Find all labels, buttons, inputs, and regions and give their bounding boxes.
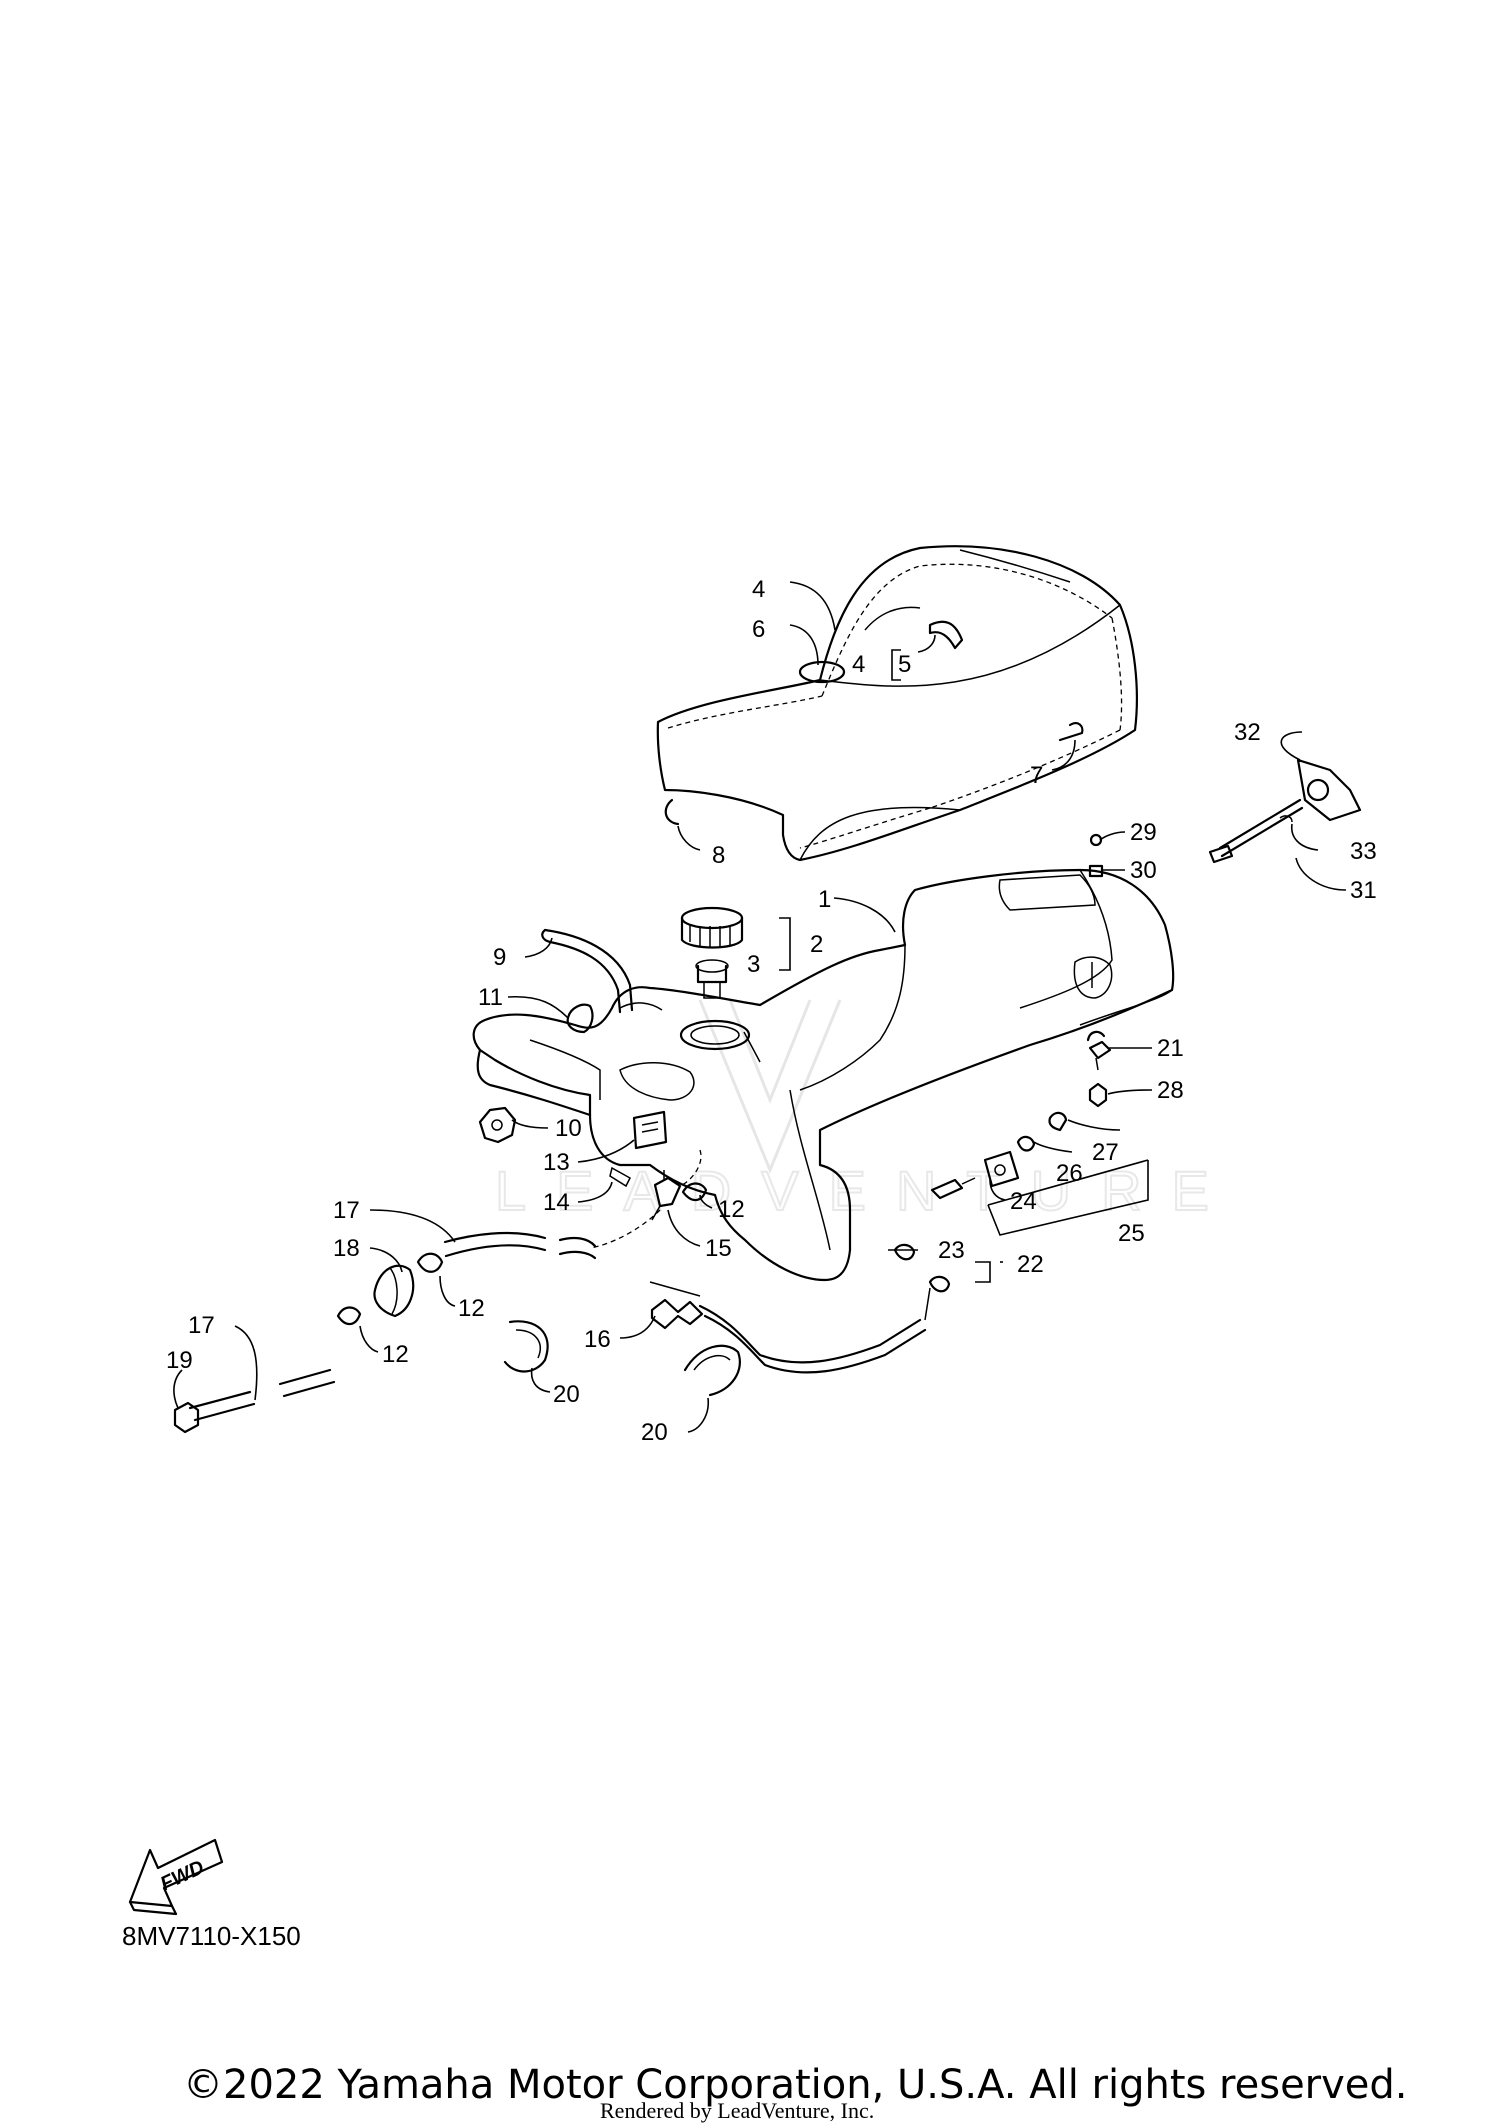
callout-33: 33: [1350, 838, 1377, 865]
fuel-tank: [472, 868, 1175, 1282]
rendered-by-notice: Rendered by LeadVenture, Inc.: [600, 2098, 875, 2123]
callout-31: 31: [1350, 877, 1377, 904]
callout-32: 32: [1234, 719, 1261, 746]
grommet-10: [478, 1106, 517, 1144]
callout-2: 2: [810, 931, 823, 958]
callout-12-a: 12: [718, 1196, 745, 1223]
seat-assembly: [656, 545, 1138, 862]
breather-hose: [541, 928, 634, 1014]
callout-16: 16: [584, 1326, 611, 1353]
callout-8: 8: [712, 842, 725, 869]
group-brackets: [779, 649, 1149, 1283]
callout-17-b: 17: [188, 1312, 215, 1339]
fuel-line-assembly: [173, 1149, 708, 1434]
callout-5: 5: [898, 651, 911, 678]
callout-29: 29: [1130, 819, 1157, 846]
callout-6: 6: [752, 616, 765, 643]
callout-26: 26: [1056, 1160, 1083, 1187]
copyright-notice: ©2022 Yamaha Motor Corporation, U.S.A. A…: [183, 2062, 1408, 2108]
watermark-logo: [698, 999, 842, 1174]
callout-23: 23: [938, 1237, 965, 1264]
callout-7: 7: [1030, 762, 1043, 789]
callout-14: 14: [543, 1189, 570, 1216]
callout-25: 25: [1118, 1220, 1145, 1247]
callout-12-c: 12: [382, 1341, 409, 1368]
callout-10: 10: [555, 1115, 582, 1142]
callout-3: 3: [747, 951, 760, 978]
fwd-label: FWD: [157, 1856, 208, 1895]
fitting-11: [566, 1003, 594, 1034]
callout-11: 11: [478, 984, 503, 1011]
diagram-code: 8MV7110-X150: [122, 1921, 301, 1951]
upper-hardware: [1088, 758, 1362, 878]
callout-labels: 1 2 3 4 4 5 6 7 8 9 10 11 12 12 12 13 14…: [166, 576, 1377, 1446]
callout-21: 21: [1157, 1035, 1184, 1062]
callout-13: 13: [543, 1149, 570, 1176]
callout-30: 30: [1130, 857, 1157, 884]
callout-1: 1: [818, 886, 831, 913]
callout-18: 18: [333, 1235, 360, 1262]
callout-17-a: 17: [333, 1197, 360, 1224]
cable-assembly: [503, 1243, 951, 1397]
callout-20-a: 20: [553, 1381, 580, 1408]
watermark: LEADVENTURE: [495, 1159, 1239, 1222]
callout-12-b: 12: [458, 1295, 485, 1322]
callout-15: 15: [705, 1235, 732, 1262]
callout-28: 28: [1157, 1077, 1184, 1104]
fuel-cap: [680, 906, 744, 999]
callout-27: 27: [1092, 1139, 1119, 1166]
callout-9: 9: [493, 944, 506, 971]
callout-4-b: 4: [852, 651, 865, 678]
callout-4-a: 4: [752, 576, 765, 603]
callout-24: 24: [1010, 1188, 1037, 1215]
callout-19: 19: [166, 1347, 193, 1374]
leader-lines: [173, 581, 1347, 1433]
fwd-arrow-icon: FWD: [128, 1838, 224, 1916]
sensor-hardware: [930, 1030, 1112, 1200]
callout-20-b: 20: [641, 1419, 668, 1446]
callout-22: 22: [1017, 1251, 1044, 1278]
